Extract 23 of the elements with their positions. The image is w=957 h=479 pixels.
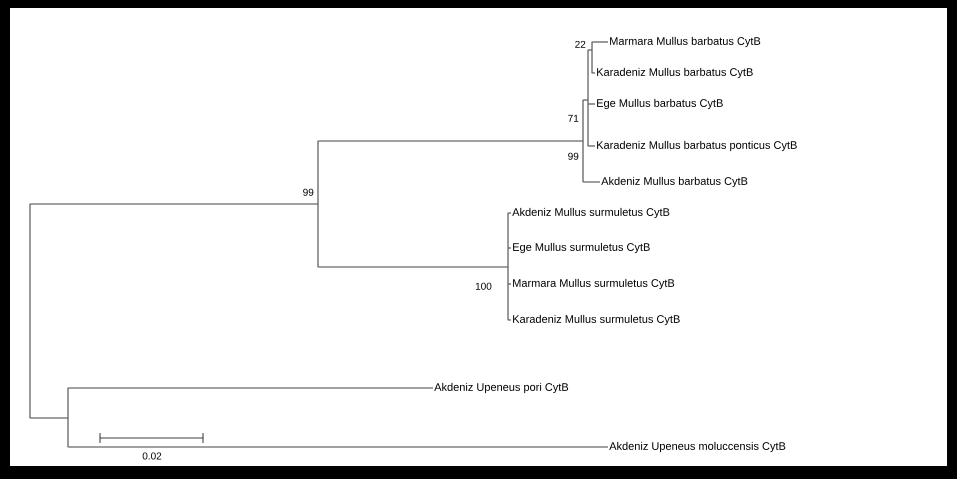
scale-label: 0.02 — [142, 452, 162, 460]
bootstrap-value: 100 — [476, 282, 492, 290]
tree-branch — [592, 72, 596, 74]
taxon-label: Akdeniz Mullus surmuletus CytB — [512, 208, 670, 218]
bootstrap-value: 71 — [568, 114, 578, 122]
taxon-label: Akdeniz Upeneus moluccensis CytB — [609, 442, 786, 452]
taxon-label: Karadeniz Mullus surmuletus CytB — [513, 314, 680, 326]
taxon-label: Karadeniz Mullus barbatus ponticus CytB — [597, 140, 797, 152]
bootstrap-value: 22 — [575, 40, 586, 48]
tree-branch — [318, 266, 508, 268]
clade-line — [582, 100, 584, 182]
tree-branch — [68, 446, 608, 448]
taxon-label: Karadeniz Mullus barbatus CytB — [597, 68, 753, 78]
taxon-label: Akdeniz Mullus barbatus CytB — [601, 176, 748, 188]
taxon-label: Akdeniz Upeneus pori CytB — [434, 382, 568, 394]
taxon-label: Ege Mullus surmuletus CytB — [513, 242, 650, 254]
bootstrap-value: 99 — [303, 188, 314, 196]
taxon-label: Marmara Mullus barbatus CytB — [610, 36, 760, 48]
bootstrap-value: 99 — [568, 152, 578, 160]
tree-branch — [508, 212, 512, 214]
taxon-label: Ege Mullus barbatus CytB — [597, 98, 723, 110]
tree-branch — [318, 140, 583, 142]
taxon-label: Marmara Mullus surmuletus CytB — [513, 278, 674, 290]
